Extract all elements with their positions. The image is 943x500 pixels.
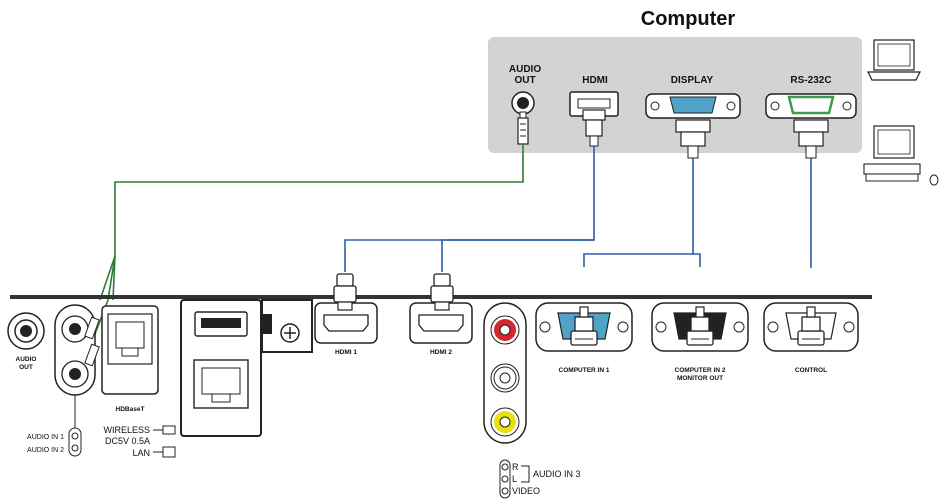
control-label: CONTROL xyxy=(795,367,827,374)
computer-in-2-monitor-out-port xyxy=(651,302,749,352)
projector-audio-out-jack xyxy=(7,312,45,350)
hdbaset-port xyxy=(101,305,159,395)
computer-display-label: DISPLAY xyxy=(671,75,714,86)
rca-l-label: L xyxy=(512,474,517,484)
laptop-icon xyxy=(867,39,921,81)
computer-rs232c-port xyxy=(765,93,857,159)
dc5v-label: DC5V 0.5A xyxy=(105,436,150,446)
wireless-lan-indicator-icon xyxy=(153,425,176,458)
hdmi-2-label: HDMI 2 xyxy=(430,349,452,356)
rca-r-label: R xyxy=(512,462,519,472)
computer-hdmi-label: HDMI xyxy=(582,75,608,86)
hdmi-2-port xyxy=(409,273,473,344)
computer-audio-out-label-1: AUDIO xyxy=(509,64,541,75)
computer-in-1-port xyxy=(535,302,633,352)
audio-in-3-label: AUDIO IN 3 xyxy=(533,469,581,479)
wireless-label: WIRELESS xyxy=(103,425,150,435)
computer-title: Computer xyxy=(641,8,736,30)
audio-in-indicator-icon xyxy=(68,395,82,457)
rca-jacks xyxy=(483,302,527,444)
audio-in-2-label: AUDIO IN 2 xyxy=(27,447,64,454)
lan-label: LAN xyxy=(132,448,150,458)
audio-in-1-label: AUDIO IN 1 xyxy=(27,434,64,441)
usb-lan-block xyxy=(180,299,262,437)
computer-audio-out-label-2: OUT xyxy=(514,75,535,86)
video-label: VIDEO xyxy=(512,486,540,496)
computer-in-1-label: COMPUTER IN 1 xyxy=(559,367,610,374)
video-cable xyxy=(344,146,812,272)
computer-display-port xyxy=(645,93,741,159)
hdmi-1-label: HDMI 1 xyxy=(335,349,357,356)
hdmi-1-port xyxy=(314,273,378,344)
projector-audio-in-jacks xyxy=(54,304,100,396)
projector-audio-out-label-2: OUT xyxy=(19,364,33,371)
rca-indicator-icon xyxy=(499,459,530,499)
security-slot xyxy=(261,299,313,353)
control-port xyxy=(763,302,859,352)
desktop-computer-icon xyxy=(863,125,939,186)
computer-hdmi-port xyxy=(569,91,619,147)
projector-audio-out-label-1: AUDIO xyxy=(16,356,37,363)
computer-rs232c-label: RS-232C xyxy=(790,75,831,86)
computer-audio-jack xyxy=(511,91,535,145)
audio-cable xyxy=(91,145,524,343)
monitor-out-label: MONITOR OUT xyxy=(677,375,723,382)
computer-in-2-label: COMPUTER IN 2 xyxy=(675,367,726,374)
hdbaset-label: HDBaseT xyxy=(116,406,145,413)
